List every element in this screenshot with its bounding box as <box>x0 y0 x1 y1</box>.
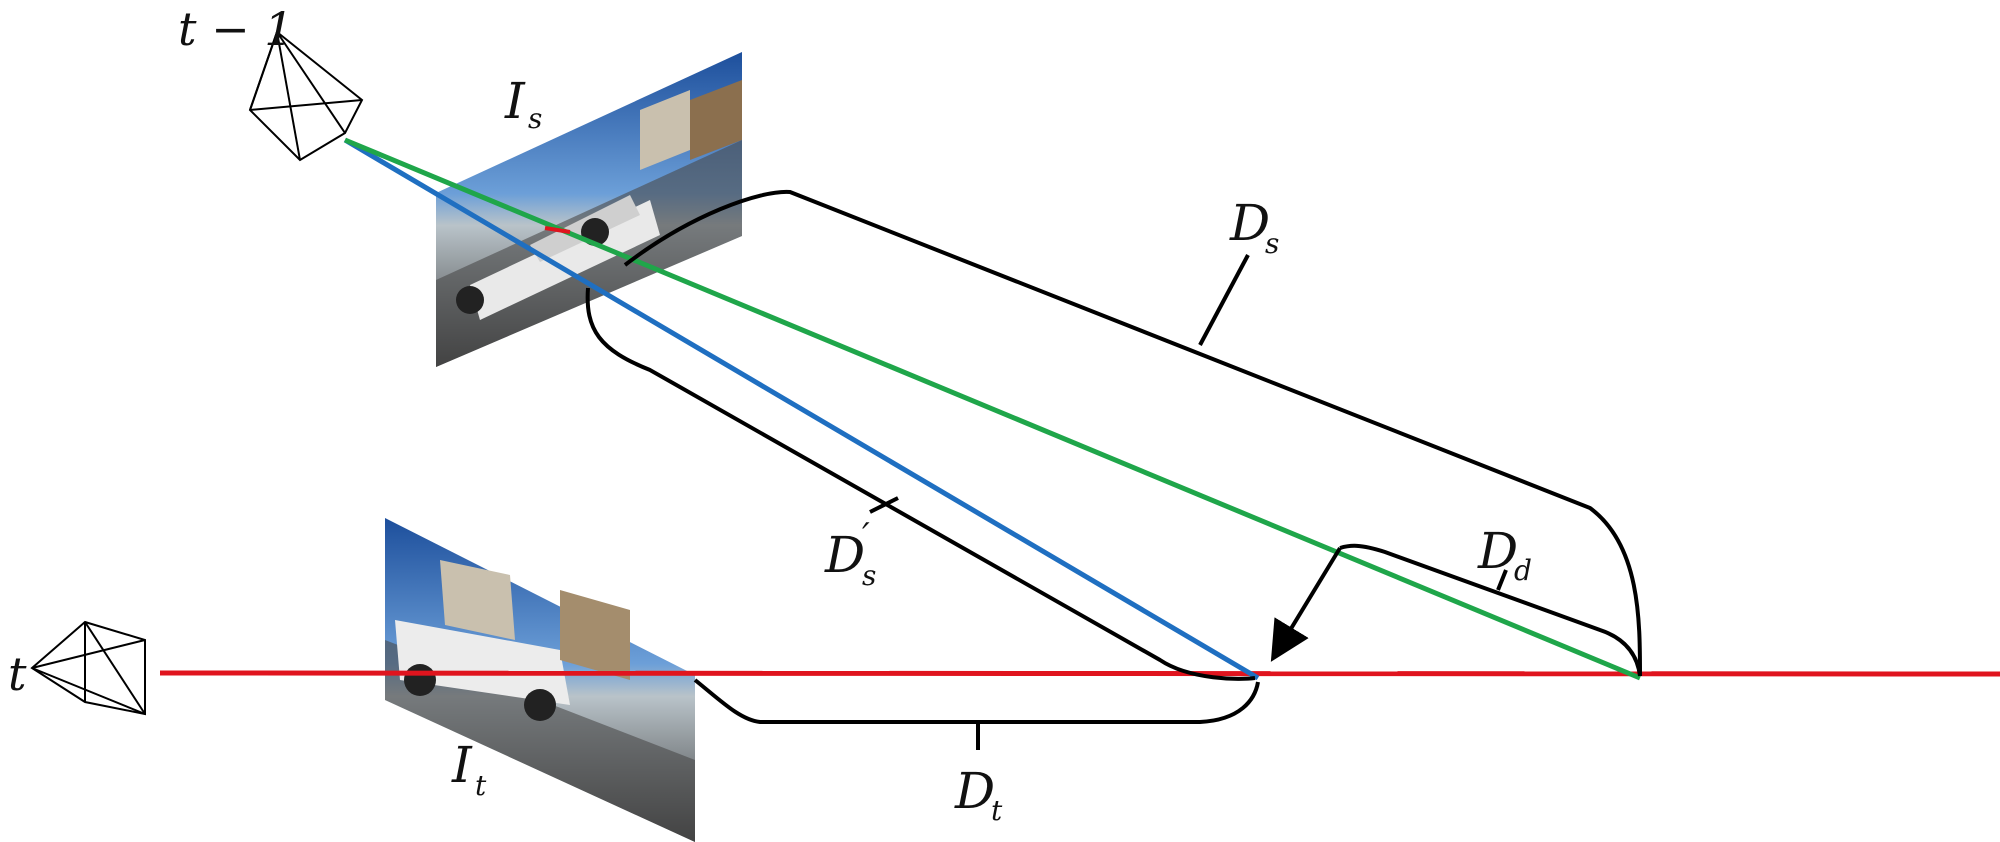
svg-text:s: s <box>862 559 876 592</box>
svg-text:I: I <box>451 736 473 794</box>
label-frame-prev: t − 1 <box>178 2 294 56</box>
bracket-d-s-prime <box>588 288 1255 679</box>
svg-text:D: D <box>1477 522 1518 580</box>
svg-text:t: t <box>475 769 487 802</box>
label-depth-source-warped: D s ′ <box>824 516 876 592</box>
svg-text:d: d <box>1514 554 1532 587</box>
camera-curr-icon <box>32 622 145 714</box>
arrow-d-d <box>1275 548 1340 655</box>
svg-text:I: I <box>504 72 526 130</box>
label-image-source: I s <box>504 72 542 135</box>
svg-text:s: s <box>528 102 542 135</box>
label-depth-difference: D d <box>1477 522 1532 587</box>
target-image-photo <box>385 518 695 842</box>
target-ray <box>160 673 2000 674</box>
label-image-target: I t <box>451 736 487 802</box>
label-frame-curr: t <box>8 647 27 701</box>
label-depth-source: D s <box>1229 194 1279 260</box>
svg-text:D: D <box>1229 194 1270 252</box>
bracket-d-t <box>695 680 1258 722</box>
svg-text:D: D <box>954 762 995 820</box>
svg-text:′: ′ <box>862 516 870 556</box>
tick-d-s <box>1200 255 1248 345</box>
svg-text:s: s <box>1265 227 1279 260</box>
svg-text:D: D <box>824 526 865 584</box>
label-depth-target: D t <box>954 762 1003 827</box>
svg-text:t: t <box>991 794 1003 827</box>
